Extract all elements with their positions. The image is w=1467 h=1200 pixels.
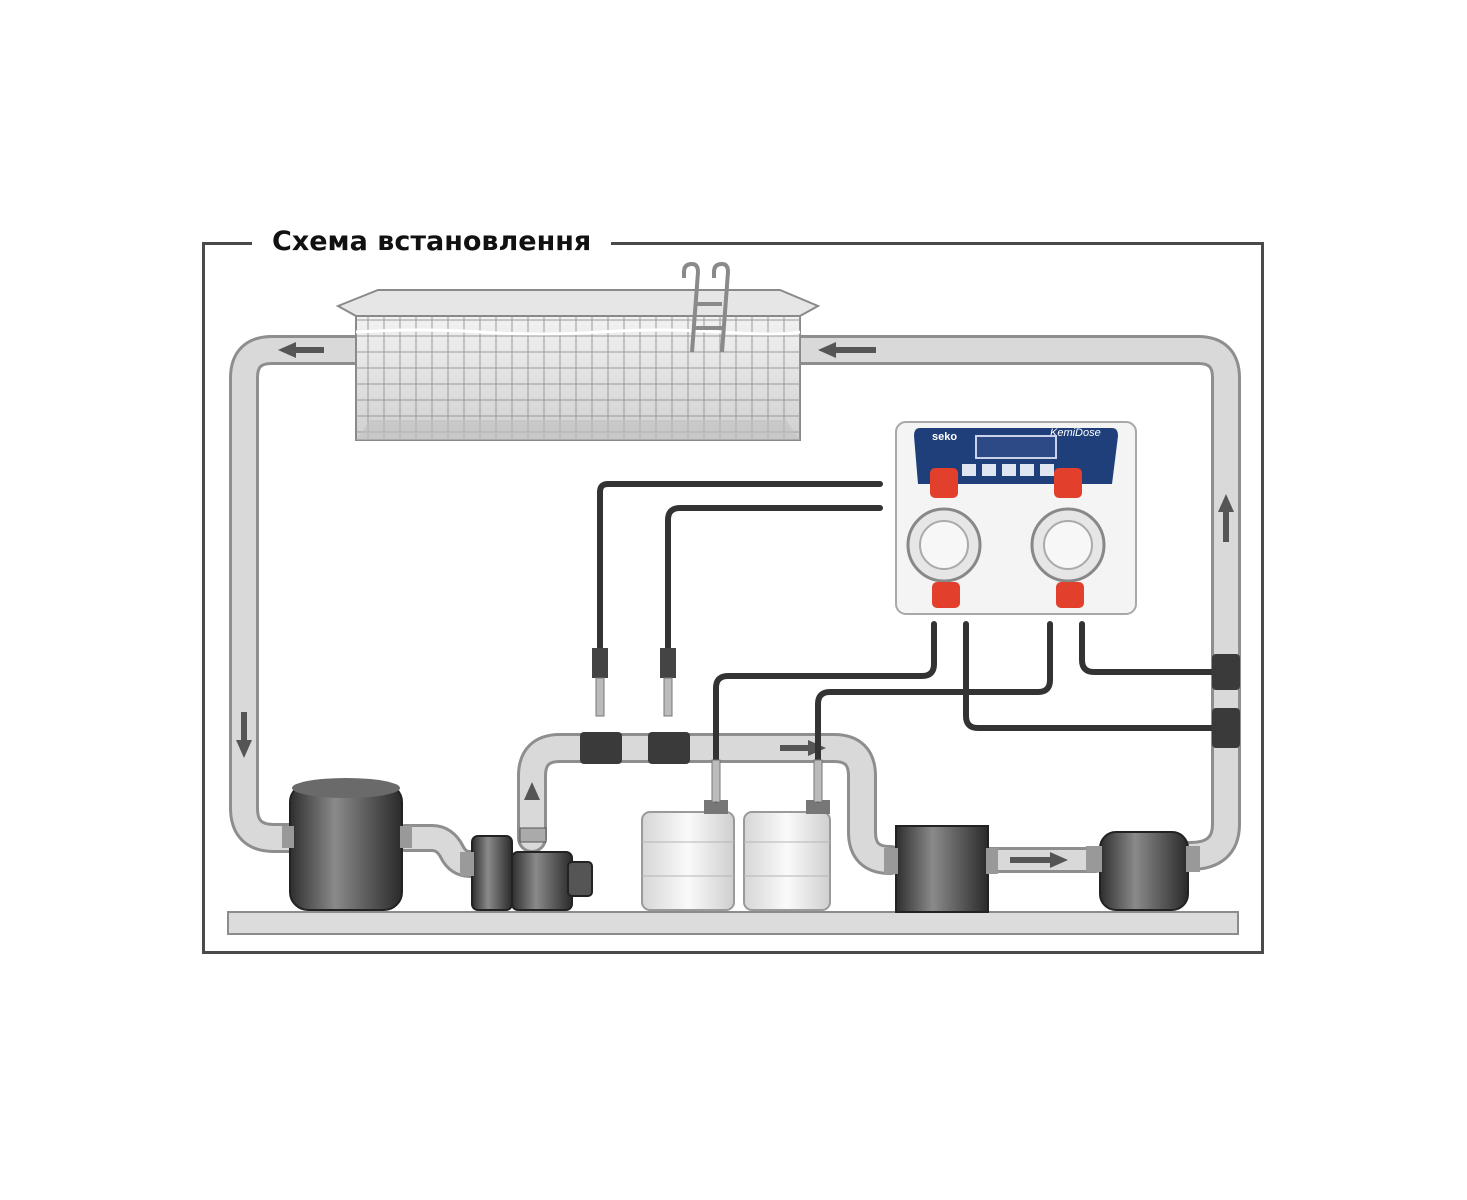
doser-display (975, 435, 1057, 459)
doser-key-up[interactable] (962, 464, 976, 476)
pump-head-left (906, 468, 982, 608)
chemical-canister-2 (743, 800, 831, 911)
chemical-canister-1 (641, 800, 735, 911)
doser-key-5[interactable] (1040, 464, 1054, 476)
flow-arrow-left-return (818, 342, 836, 358)
diagram-title: Схема встановлення (252, 222, 612, 262)
flow-arrows (236, 342, 1234, 868)
pool-ladder (682, 261, 731, 353)
diagram-frame (202, 242, 1264, 954)
doser-key-3[interactable] (1002, 464, 1016, 476)
flow-arrow-up-right (1218, 494, 1234, 512)
doser-model: KemiDose (1050, 427, 1101, 439)
flow-arrow-right-heater (1050, 852, 1068, 868)
sand-filter (282, 778, 412, 911)
probe-holder (1086, 831, 1200, 911)
flow-arrow-up (524, 782, 540, 800)
dosing-pump-kemidose: seko KemiDose (895, 421, 1137, 615)
pump-head-right (1030, 468, 1106, 608)
doser-key-4[interactable] (1020, 464, 1034, 476)
flow-arrow-left (278, 342, 296, 358)
heater (884, 825, 998, 913)
pool (335, 261, 821, 441)
flow-arrow-down (236, 740, 252, 758)
doser-key-down[interactable] (982, 464, 996, 476)
dosing-tubes (597, 481, 1221, 803)
circulation-pump (460, 827, 593, 911)
injection-fittings (580, 648, 1240, 803)
doser-brand: seko (932, 431, 957, 443)
base-platform (227, 911, 1239, 935)
